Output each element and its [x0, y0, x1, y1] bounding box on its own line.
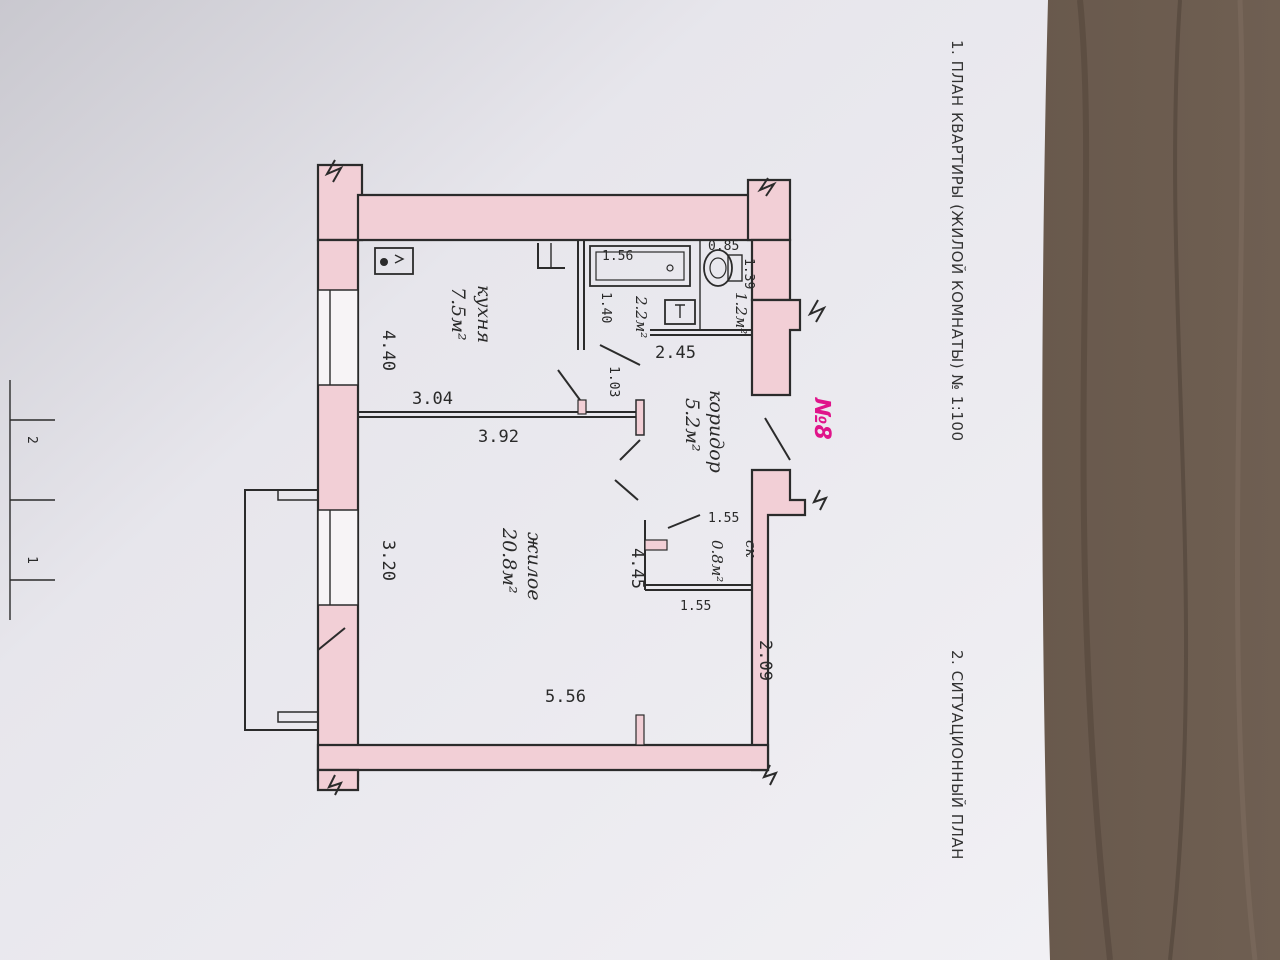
- apartment-number: №8: [809, 397, 834, 440]
- closet-area: 0.8м²: [708, 540, 726, 582]
- dim-kitchen-width: 3.04: [412, 389, 453, 409]
- dim-living-mid: 4.45: [627, 548, 647, 589]
- wall-break-marks: [324, 159, 828, 796]
- toilet-icon: [703, 249, 733, 287]
- bath-area: 2.2м²: [632, 295, 650, 338]
- sheet-edge-marks: 2 1: [9, 380, 55, 620]
- situation-plan-title: 2. СИТУАЦИОННЫЙ ПЛАН: [948, 650, 967, 860]
- dim-door-gap: 1.03: [606, 366, 621, 397]
- dim-closet-bottom: 1.55: [680, 599, 711, 614]
- plan-title: 1. ПЛАН КВАРТИРЫ (ЖИЛОЙ КОМНАТЫ) № 1:100: [948, 40, 967, 441]
- partitions: [358, 240, 752, 746]
- closet-name: ск: [742, 540, 760, 557]
- corridor-name: коридор: [705, 390, 727, 473]
- dim-right-wall: 2.09: [755, 640, 775, 681]
- dim-closet-top: 1.55: [708, 511, 739, 526]
- kitchen-area: 7.5м²: [447, 287, 469, 341]
- dim-bath-length: 1.56: [602, 249, 633, 264]
- dim-corridor-length: 2.45: [655, 343, 696, 363]
- bathtub-icon: [589, 245, 691, 287]
- balcony: [244, 489, 346, 731]
- kitchen-name: кухня: [473, 285, 495, 343]
- door-swings: [557, 344, 791, 529]
- dimension-labels: 4.40 3.04 3.92 3.20 5.56 1.56 0.85 1.39 …: [378, 239, 775, 707]
- washbasin-icon: [664, 299, 696, 325]
- wc-area: 1.2м²: [732, 292, 750, 334]
- dim-bath-width: 1.40: [598, 292, 613, 323]
- living-area: 20.8м²: [498, 527, 520, 594]
- fixtures: [374, 243, 743, 325]
- room-labels: кухня 7.5м² коридор 5.2м² жилое 20.8м² 2…: [447, 285, 834, 601]
- dim-kitchen-depth: 4.40: [378, 330, 398, 371]
- corridor-area: 5.2м²: [681, 398, 703, 452]
- mark-2: 2: [24, 436, 39, 444]
- windows: [317, 289, 359, 606]
- dim-living-width: 3.92: [478, 427, 519, 447]
- living-name: жилое: [523, 532, 545, 601]
- sink-icon: [537, 243, 565, 269]
- mark-1: 1: [24, 556, 39, 564]
- dim-wc-length: 1.39: [741, 258, 756, 289]
- dim-living-left: 3.20: [378, 540, 398, 581]
- dim-wc-width: 0.85: [708, 239, 739, 254]
- stove-icon: [374, 247, 414, 275]
- dim-living-depth: 5.56: [545, 687, 586, 707]
